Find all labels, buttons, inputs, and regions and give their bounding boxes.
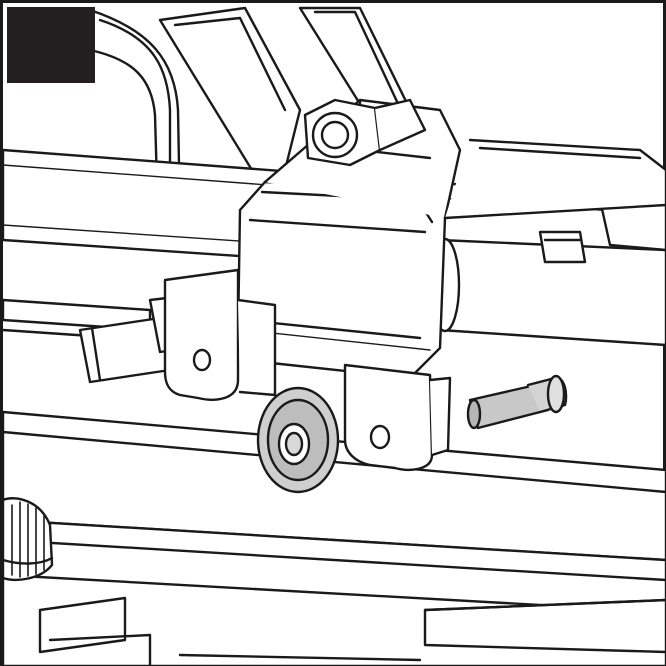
knob	[1, 497, 54, 581]
left-bracket	[163, 268, 277, 401]
cutting-wheel	[256, 386, 340, 494]
cutting-bed	[1, 410, 666, 666]
step-number-badge	[7, 7, 95, 83]
axle-pin	[466, 374, 568, 430]
bolt-nut	[303, 98, 427, 167]
right-bracket	[343, 363, 452, 471]
